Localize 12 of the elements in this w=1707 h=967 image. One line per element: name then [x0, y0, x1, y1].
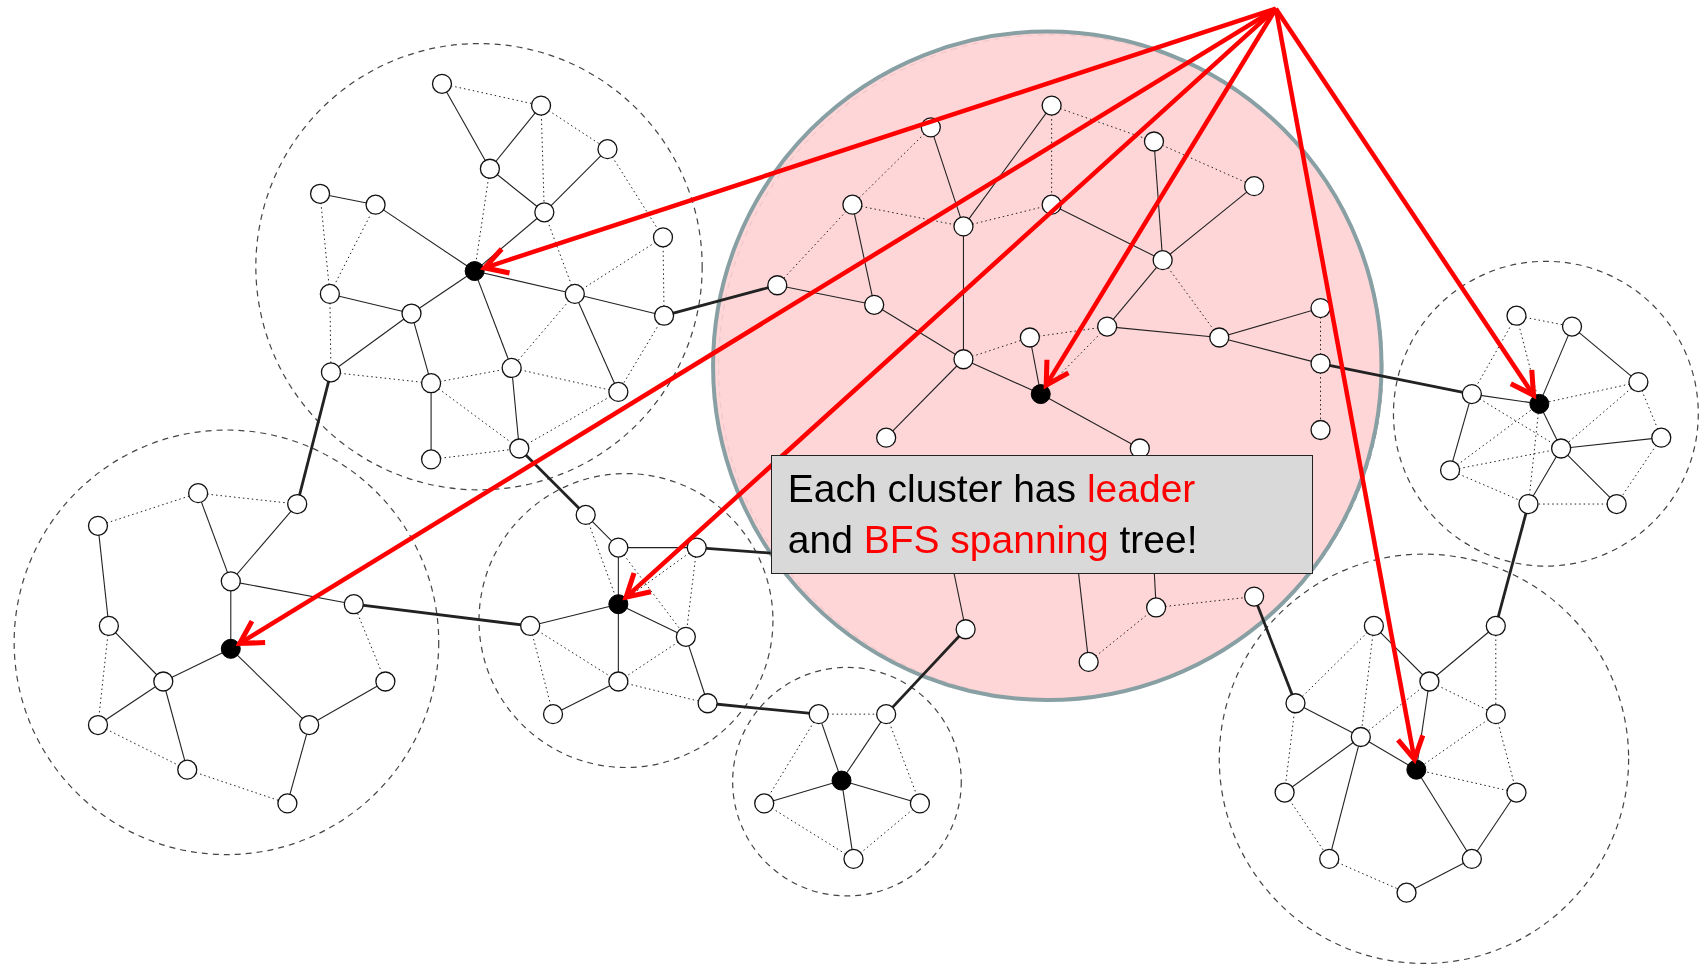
arrow: [1274, 7, 1537, 398]
leader-node: [1030, 384, 1051, 405]
callout-text: Each cluster has leader and BFS spanning tree!: [787, 466, 1199, 563]
leader-node: [220, 638, 241, 659]
arrow: [1273, 8, 1426, 762]
leader-node: [1406, 759, 1427, 780]
callout-box: [770, 455, 1313, 575]
leader-node: [831, 770, 852, 791]
leader-node: [1529, 393, 1550, 414]
leader-node: [608, 594, 629, 615]
arrow: [482, 6, 1277, 276]
leader-node: [464, 261, 485, 282]
